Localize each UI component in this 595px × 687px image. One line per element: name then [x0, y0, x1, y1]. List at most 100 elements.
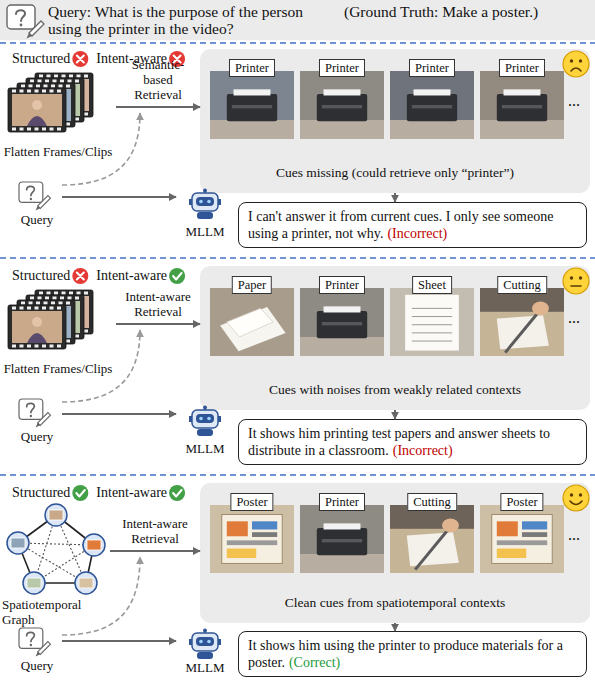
query-icon	[30, 644, 32, 646]
query-band: Query: What is the purpose of the person…	[0, 0, 595, 40]
frames-stack	[12, 90, 16, 93]
node-text: Query: What is the purpose of the person…	[48, 3, 330, 37]
frames-stack	[45, 80, 49, 83]
frames-stack	[20, 90, 24, 93]
frames-stack	[66, 85, 70, 88]
frames-stack	[57, 128, 61, 131]
video-frame	[504, 89, 541, 95]
video-frame	[415, 529, 449, 570]
frames-stack	[27, 128, 31, 131]
query-icon	[20, 24, 23, 27]
connector-arrow	[62, 640, 176, 642]
frames-stack	[35, 307, 39, 310]
robot-icon	[192, 633, 218, 651]
video-frame	[252, 521, 277, 529]
node-text: Printer	[325, 278, 359, 292]
robot-icon	[207, 200, 211, 204]
video-frame	[480, 71, 564, 139]
video-frame	[480, 71, 564, 139]
frame-tag: Printer	[499, 59, 545, 77]
frames-stack	[51, 85, 55, 88]
video-frame	[227, 521, 248, 536]
robot-icon	[197, 652, 213, 659]
frames-stack	[59, 302, 63, 305]
video-frame	[412, 341, 452, 342]
cross-icon	[72, 268, 88, 284]
query-icon	[30, 198, 32, 200]
connector-arrow	[116, 106, 200, 108]
query-icon	[36, 652, 41, 657]
video-frame	[227, 94, 277, 121]
frames-stack	[69, 75, 73, 78]
node-text: Printer	[235, 61, 269, 75]
video-frame	[497, 521, 518, 536]
node-text: Query	[21, 212, 54, 227]
video-frame	[390, 505, 474, 573]
spatiotemporal-graph	[45, 504, 67, 526]
video-frame	[317, 311, 367, 338]
divider-line	[0, 474, 595, 476]
frame-tag: Poster	[230, 493, 273, 511]
frames-stack	[62, 75, 66, 78]
robot-icon	[197, 429, 213, 436]
frames-stack	[68, 297, 72, 300]
frames-stack	[20, 345, 24, 348]
node-text: Printer	[415, 61, 449, 75]
video-frame	[322, 322, 362, 325]
query-icon	[38, 413, 51, 426]
frames-stack	[12, 94, 62, 126]
frames-stack	[12, 311, 62, 343]
node-text: MLLM	[186, 224, 225, 239]
robot-icon	[192, 410, 218, 428]
query-icon	[27, 632, 35, 641]
video-frame	[324, 306, 361, 312]
frames-stack	[32, 100, 42, 110]
video-frame	[480, 288, 564, 356]
frames-stack	[45, 297, 49, 300]
frames-stack	[12, 128, 16, 131]
robot-icon	[207, 640, 211, 644]
frames-stack	[84, 330, 88, 333]
frame-tag: Cutting	[407, 493, 457, 511]
frames-stack	[36, 302, 40, 305]
node-text: (Ground Truth: Make a poster.)	[344, 3, 538, 20]
query-guide-arrow	[62, 113, 140, 185]
connector-arrow	[110, 550, 200, 552]
edge-label: Semantic-based Retrieval	[118, 57, 198, 102]
query-icon	[19, 399, 43, 419]
robot-icon	[192, 193, 218, 211]
video-frame	[480, 312, 564, 356]
query-icon	[30, 415, 32, 417]
node-text: Cues missing (could retrieve only “print…	[276, 165, 514, 181]
robot-icon	[196, 637, 214, 646]
video-frame	[502, 105, 542, 108]
frames-stack	[62, 292, 66, 295]
query-icon	[16, 10, 25, 21]
node-text: (Incorrect)	[393, 443, 453, 458]
frames-stack	[57, 90, 61, 93]
query-icon	[7, 5, 44, 39]
criterion-label: Structured	[12, 485, 70, 501]
frames-stack	[75, 297, 79, 300]
node-text: Flatten Frames/Clips	[4, 144, 113, 159]
frames-stack	[66, 302, 70, 305]
video-frame	[480, 120, 564, 139]
video-frame	[390, 71, 474, 139]
frame-tag: Printer	[229, 59, 275, 77]
ellipsis-label: ...	[568, 93, 580, 109]
criterion-label: Intent-aware	[96, 485, 167, 501]
video-frame	[232, 105, 272, 108]
frame-tag: Paper	[232, 276, 272, 294]
video-frame	[412, 316, 452, 317]
frames-stack	[8, 73, 93, 132]
mood-face	[563, 268, 589, 294]
mood-face	[563, 485, 589, 511]
node-text: (Incorrect)	[387, 226, 447, 241]
node-text: Spatiotemporal Graph	[0, 597, 86, 627]
video-frame	[390, 288, 474, 356]
frames-stack	[54, 75, 58, 78]
video-frame	[210, 505, 294, 573]
frames-stack	[12, 307, 16, 310]
video-frame	[522, 521, 547, 529]
